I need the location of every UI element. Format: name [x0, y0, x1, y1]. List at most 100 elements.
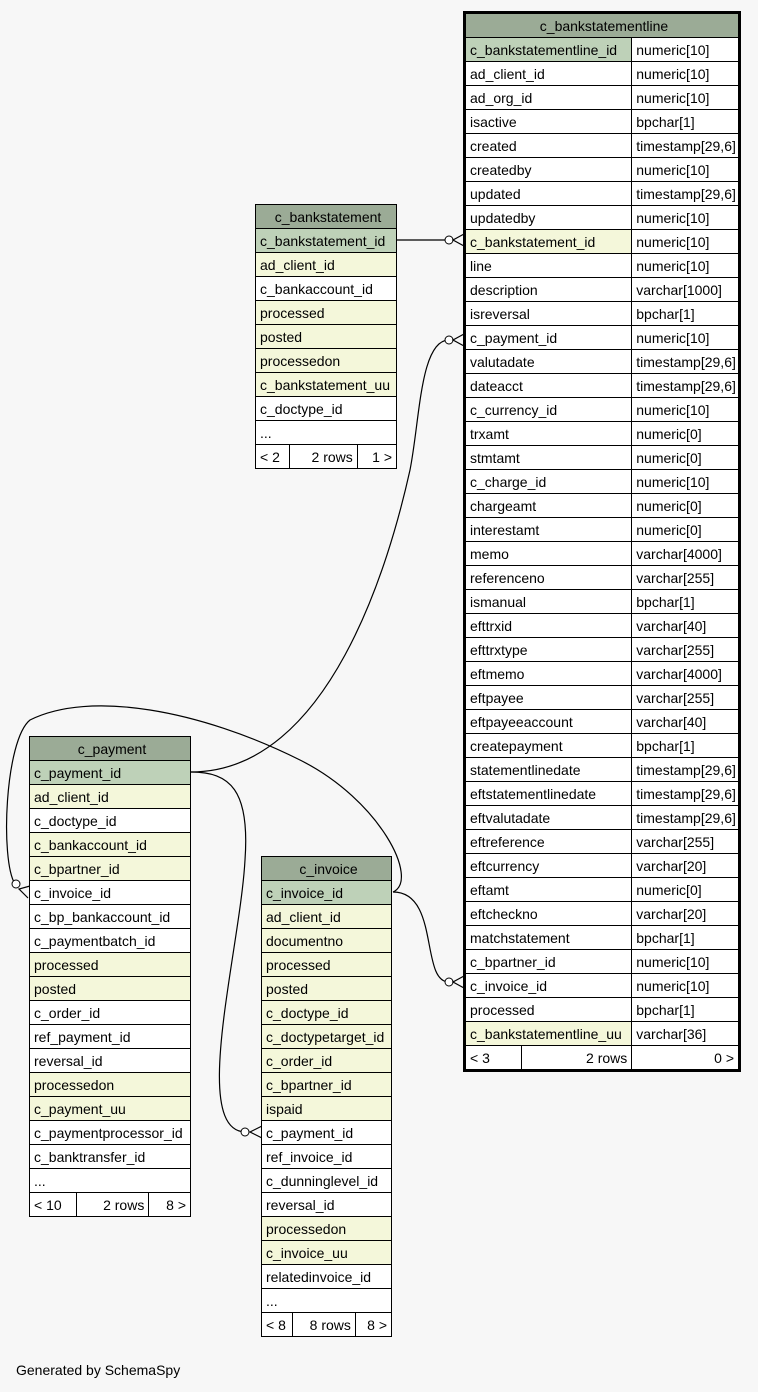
- column-row[interactable]: c_order_id: [29, 1000, 191, 1025]
- column-row[interactable]: c_order_id: [261, 1048, 392, 1073]
- column-row[interactable]: c_doctype_id: [255, 396, 397, 421]
- column-row[interactable]: ad_client_id: [261, 904, 392, 929]
- column-row[interactable]: c_invoice_id: [261, 880, 392, 905]
- column-row[interactable]: c_bpartner_id: [29, 856, 191, 881]
- next-link[interactable]: 1 >: [356, 444, 397, 469]
- column-row[interactable]: posted: [261, 976, 392, 1001]
- prev-link[interactable]: < 10: [29, 1192, 77, 1217]
- column-row[interactable]: documentno: [261, 928, 392, 953]
- column-row[interactable]: c_bp_bankaccount_id: [29, 904, 191, 929]
- column-row[interactable]: c_bankaccount_id: [255, 276, 397, 301]
- column-row[interactable]: ad_client_id: [255, 252, 397, 277]
- column-row[interactable]: c_doctype_id: [261, 1000, 392, 1025]
- column-row[interactable]: c_dunninglevel_id: [261, 1168, 392, 1193]
- column-row[interactable]: ...: [261, 1288, 392, 1313]
- column-row[interactable]: posted: [255, 324, 397, 349]
- prev-link[interactable]: < 3: [464, 1045, 522, 1071]
- column-row[interactable]: processedon: [29, 1072, 191, 1097]
- prev-link[interactable]: < 2: [255, 444, 290, 469]
- column-row[interactable]: c_bankaccount_id: [29, 832, 191, 857]
- next-link[interactable]: 8 >: [148, 1192, 191, 1217]
- column-row[interactable]: reversal_id: [29, 1048, 191, 1073]
- column-row[interactable]: c_invoice_uu: [261, 1240, 392, 1265]
- column-row[interactable]: posted: [29, 976, 191, 1001]
- column-row[interactable]: c_payment_id: [29, 760, 191, 785]
- column-row[interactable]: processed: [29, 952, 191, 977]
- column-row[interactable]: c_bpartner_id: [261, 1072, 392, 1097]
- column-row[interactable]: c_bankstatement_uu: [255, 372, 397, 397]
- column-row[interactable]: c_doctype_id: [29, 808, 191, 833]
- column-row[interactable]: processedon: [261, 1216, 392, 1241]
- column-row[interactable]: c_payment_uu: [29, 1096, 191, 1121]
- column-row[interactable]: processed: [261, 952, 392, 977]
- column-row[interactable]: ...: [29, 1168, 191, 1193]
- next-link[interactable]: 8 >: [354, 1312, 392, 1337]
- column-row[interactable]: relatedinvoice_id: [261, 1264, 392, 1289]
- column-row[interactable]: c_bankstatement_id: [255, 228, 397, 253]
- column-row[interactable]: c_payment_id: [261, 1120, 392, 1145]
- next-link[interactable]: 0 >: [631, 1045, 740, 1071]
- column-row[interactable]: c_banktransfer_id: [29, 1144, 191, 1169]
- column-row[interactable]: processed: [255, 300, 397, 325]
- column-row[interactable]: ispaid: [261, 1096, 392, 1121]
- column-row[interactable]: processedon: [255, 348, 397, 373]
- column-name: processed: [29, 952, 191, 977]
- column-row[interactable]: c_paymentbatch_id: [29, 928, 191, 953]
- column-row[interactable]: ad_client_id: [29, 784, 191, 809]
- column-row[interactable]: ref_invoice_id: [261, 1144, 392, 1169]
- column-row[interactable]: ref_payment_id: [29, 1024, 191, 1049]
- column-row[interactable]: ...: [255, 420, 397, 445]
- column-row[interactable]: c_invoice_id: [29, 880, 191, 905]
- column-row[interactable]: c_paymentprocessor_id: [29, 1120, 191, 1145]
- column-row[interactable]: reversal_id: [261, 1192, 392, 1217]
- column-row[interactable]: c_doctypetarget_id: [261, 1024, 392, 1049]
- prev-link[interactable]: < 8: [261, 1312, 293, 1337]
